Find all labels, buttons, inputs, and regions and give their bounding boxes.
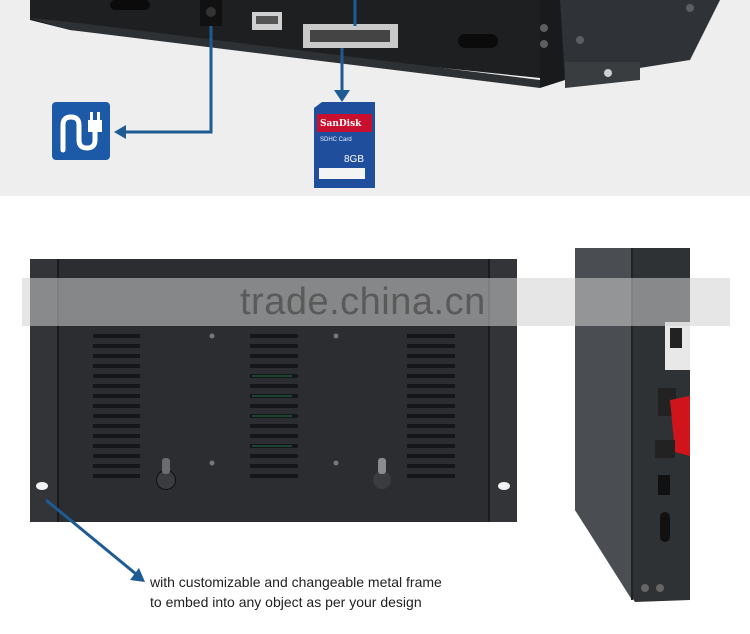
sd-card-image [314,102,375,188]
device-side-panel [555,0,720,80]
watermark-band [22,278,730,326]
device-housing [30,0,560,80]
sd-card-capacity: 8GB [344,154,365,165]
device-rear-illustration [30,0,720,188]
top-product-panel: SanDisk SDHC Card 8GB [0,0,750,196]
frame-caption: with customizable and changeable metal f… [150,572,442,612]
power-arrow [124,26,213,134]
sd-card-type: SDHC Card [320,137,352,143]
caption-line-2: to embed into any object as per your des… [150,594,422,610]
caption-line-1: with customizable and changeable metal f… [150,574,442,590]
watermark-text: trade.china.cn [240,281,486,323]
sd-card-brand: SanDisk [320,119,362,129]
power-plug-icon [52,102,110,160]
side-profile-photo [575,248,690,602]
frame-arrow [45,498,137,576]
